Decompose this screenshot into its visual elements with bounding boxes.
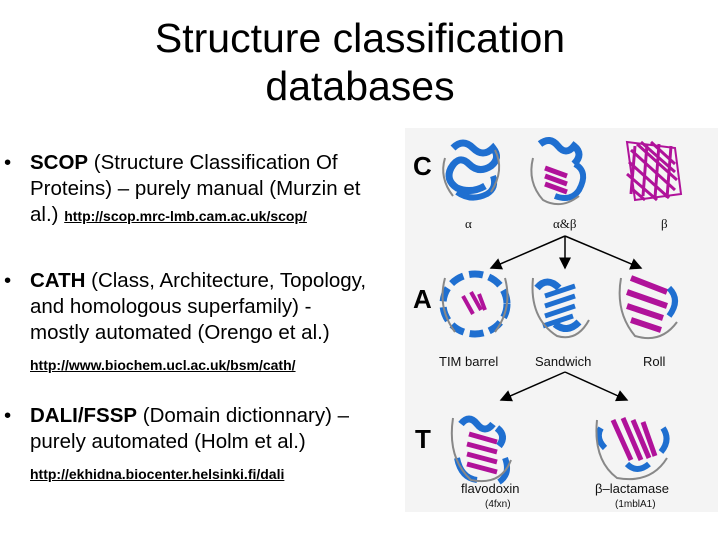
pdb-code-beta-lactamase: (1mblA1)	[615, 499, 656, 510]
cath-hierarchy-svg: C A T α α&β β	[413, 137, 683, 510]
bullet-name: SCOP	[30, 151, 89, 174]
bullet-line-1: (Class, Architecture, Topology,	[85, 269, 367, 292]
bullet-text: SCOP (Structure Classification Of Protei…	[30, 150, 414, 229]
class-beta-structure	[625, 140, 683, 202]
architecture-label-tim-barrel: TIM barrel	[439, 354, 498, 369]
arrow-to-tim-barrel	[489, 235, 566, 270]
cath-link[interactable]: http://www.biochem.ucl.ac.uk/bsm/cath/	[30, 357, 296, 373]
bullet-line-1: (Structure Classification Of	[88, 151, 338, 174]
pdb-code-flavodoxin: (4fxn)	[485, 499, 511, 510]
bullet-marker: •	[4, 404, 12, 427]
bullet-line-1: (Domain dictionnary) –	[137, 404, 349, 427]
level-letter-a: A	[413, 284, 432, 314]
bullet-line-3: al.)	[30, 203, 65, 226]
bullet-text: CATH (Class, Architecture, Topology, and…	[30, 268, 414, 374]
architecture-sandwich-structure	[531, 277, 590, 339]
bullet-marker: •	[4, 151, 12, 174]
cath-hierarchy-figure: C A T α α&β β	[405, 128, 718, 512]
level-letter-c: C	[413, 151, 432, 181]
architecture-label-roll: Roll	[643, 354, 666, 369]
arrow-to-flavodoxin	[499, 371, 566, 402]
architecture-roll-structure	[618, 275, 678, 340]
class-label-alpha: α	[465, 216, 472, 231]
arrow-to-roll	[564, 235, 643, 270]
page-title: Structure classification databases	[0, 14, 720, 110]
scop-link[interactable]: http://scop.mrc-lmb.cam.ac.uk/scop/	[64, 208, 307, 224]
bullet-name: CATH	[30, 269, 86, 292]
bullet-line-2: Proteins) – purely manual (Murzin et	[30, 177, 361, 200]
topology-flavodoxin-structure	[450, 415, 512, 485]
topology-beta-lactamase-structure	[595, 417, 670, 480]
topology-label-beta-lactamase: β–lactamase	[595, 481, 669, 496]
arrow-to-beta-lactamase	[564, 371, 629, 402]
class-label-alpha-beta: α&β	[553, 216, 577, 231]
bullet-line-3: mostly automated (Orengo et al.)	[30, 321, 330, 344]
class-alpha-beta-structure	[530, 137, 587, 206]
class-alpha-structure	[442, 139, 501, 201]
architecture-label-sandwich: Sandwich	[535, 354, 591, 369]
level-letter-t: T	[415, 424, 431, 454]
topology-label-flavodoxin: flavodoxin	[461, 481, 520, 496]
dali-link[interactable]: http://ekhidna.biocenter.helsinki.fi/dal…	[30, 466, 285, 482]
title-line-2: databases	[265, 63, 455, 109]
architecture-tim-barrel-structure	[439, 270, 511, 338]
bullet-text: DALI/FSSP (Domain dictionnary) – purely …	[30, 403, 414, 483]
bullet-line-2: purely automated (Holm et al.)	[30, 430, 306, 453]
bullet-line-2: and homologous superfamily) -	[30, 295, 312, 318]
title-line-1: Structure classification	[154, 15, 566, 61]
class-label-beta: β	[661, 216, 668, 231]
bullet-name: DALI/FSSP	[30, 404, 138, 427]
bullet-marker: •	[4, 269, 12, 292]
